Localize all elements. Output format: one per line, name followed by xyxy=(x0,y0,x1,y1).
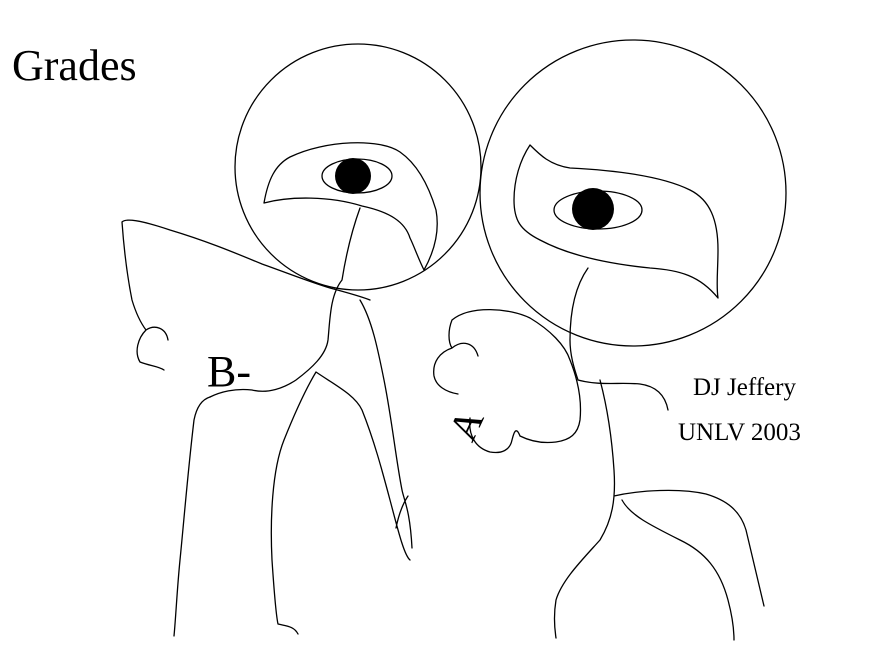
right-head-circle xyxy=(479,39,787,347)
right-neck xyxy=(569,267,669,411)
right-eye-pupil xyxy=(572,188,614,230)
left-neck xyxy=(209,207,361,398)
left-face-outline xyxy=(263,142,438,271)
left-body xyxy=(173,299,413,637)
author-credit: DJ Jeffery xyxy=(693,374,796,401)
page-title: Grades xyxy=(12,41,137,90)
left-head-circle xyxy=(234,43,482,291)
right-body xyxy=(553,379,765,641)
affiliation-credit: UNLV 2003 xyxy=(678,419,801,446)
left-wing xyxy=(121,219,371,371)
grade-label-left: B- xyxy=(207,347,251,396)
left-eye-pupil xyxy=(335,158,371,194)
right-face-outline xyxy=(513,144,719,299)
right-small-head xyxy=(433,308,582,454)
